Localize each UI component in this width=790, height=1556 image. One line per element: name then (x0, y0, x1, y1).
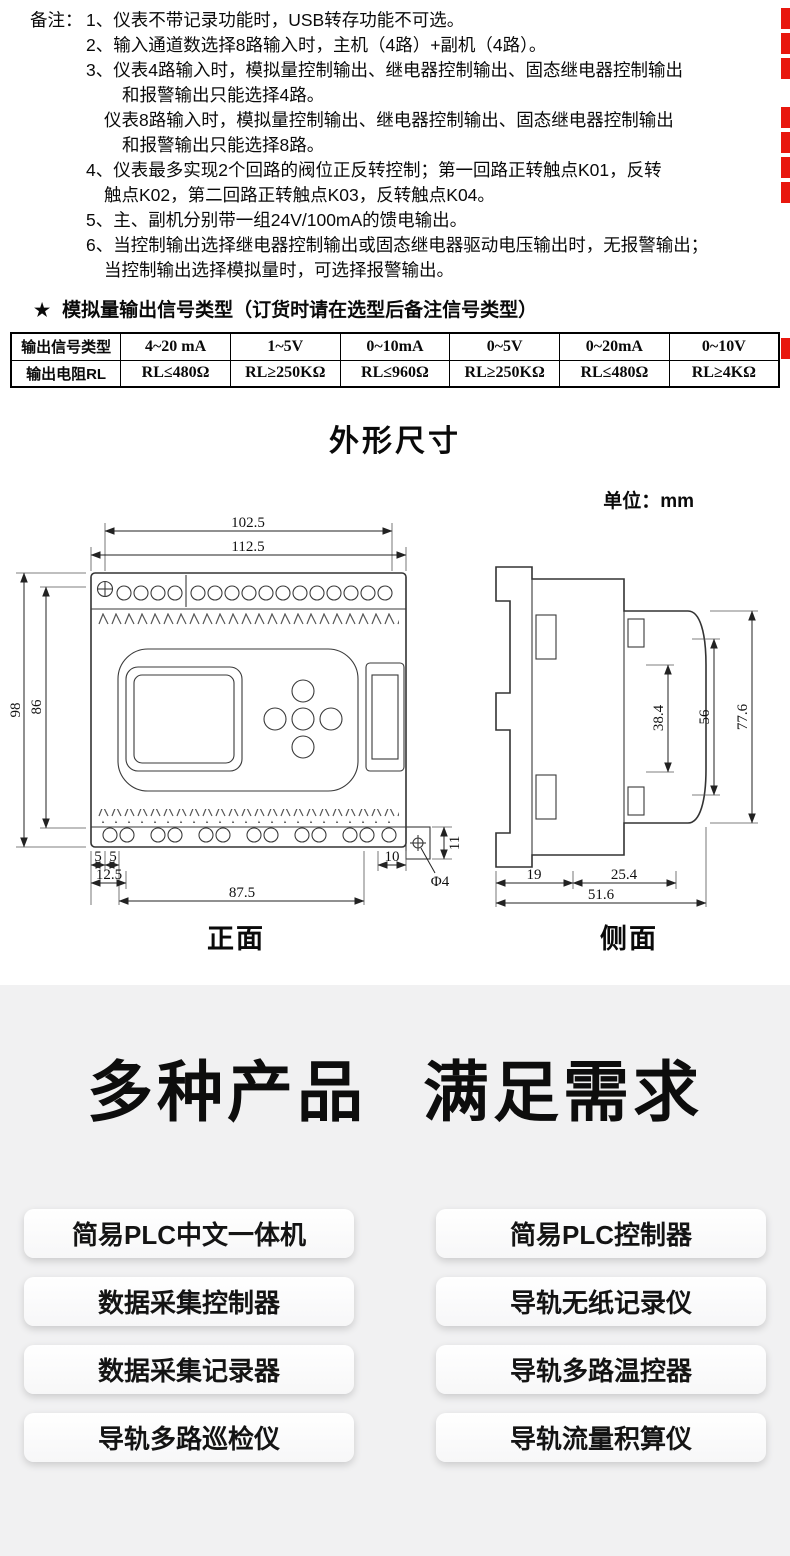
dim-front-inner-width: 102.5 (231, 515, 265, 531)
table-row: 输出信号类型 4~20 mA 1~5V 0~10mA 0~5V 0~20mA 0… (10, 332, 780, 361)
note-line-4b: 触点K02，第二回路正转触点K03，反转触点K04。 (104, 185, 495, 205)
dim-front-outer-height: 98 (8, 703, 24, 718)
product-button-rail-multichannel-inspection[interactable]: 导轨多路巡检仪 (24, 1413, 354, 1462)
front-top-terminals (116, 585, 393, 601)
dim-side-total: 51.6 (588, 887, 615, 903)
front-dimensions: 102.5 112.5 98 86 5 (8, 515, 463, 905)
note-line-6: 6、当控制输出选择继电器控制输出或固态继电器驱动电压输出时，无报警输出； (86, 235, 709, 255)
product-button-data-acquisition-controller[interactable]: 数据采集控制器 (24, 1277, 354, 1326)
edge-marker (781, 132, 790, 153)
dim-front-edge: 10 (385, 849, 400, 865)
table-cell: 0~10mA (339, 332, 451, 361)
dim-front-offset-c: 12.5 (96, 867, 122, 883)
table-cell: 0~10V (668, 332, 780, 361)
note-line-5: 5、主、副机分别带一组24V/100mA的馈电输出。 (86, 210, 468, 230)
product-button-plc-controller[interactable]: 简易PLC控制器 (436, 1209, 766, 1258)
edge-marker (781, 182, 790, 203)
note-line-3c: 仪表8路输入时，模拟量控制输出、继电器控制输出、固态继电器控制输出 (104, 110, 674, 130)
table-cell: RL≥250KΩ (229, 359, 341, 388)
table-cell: RL≤480Ω (120, 359, 231, 388)
outline-title: 外形尺寸 (329, 425, 461, 458)
front-device-body (90, 572, 431, 860)
note-line-4: 4、仪表最多实现2个回路的阀位正反转控制；第一回路正转触点K01，反转 (86, 160, 662, 180)
signal-type-heading-text: 模拟量输出信号类型（订货时请在选型后备注信号类型） (62, 300, 538, 321)
dim-front-inner-height: 86 (29, 699, 45, 715)
product-button-rail-flow-totalizer[interactable]: 导轨流量积算仪 (436, 1413, 766, 1462)
unit-label: 单位：mm (603, 491, 694, 512)
dim-side-mid: 56 (697, 709, 713, 725)
star-icon: ★ (34, 300, 51, 320)
signal-type-heading: ★ 模拟量输出信号类型（订货时请在选型后备注信号类型） (34, 295, 790, 322)
product-buttons: 简易PLC中文一体机 简易PLC控制器 数据采集控制器 导轨无纸记录仪 数据采集… (0, 1209, 790, 1462)
product-button-rail-multichannel-temp-controller[interactable]: 导轨多路温控器 (436, 1345, 766, 1394)
product-button-data-acquisition-recorder[interactable]: 数据采集记录器 (24, 1345, 354, 1394)
dim-front-tab: 11 (447, 836, 463, 850)
dim-side-b2: 25.4 (611, 867, 638, 883)
signal-table: 输出信号类型 4~20 mA 1~5V 0~10mA 0~5V 0~20mA 0… (10, 332, 780, 388)
edge-marker (781, 157, 790, 178)
front-mount-tab (405, 826, 431, 860)
table-header-cell: 输出信号类型 (10, 332, 122, 361)
edge-marker (781, 338, 790, 359)
dim-front-offset-a: 5 (94, 849, 102, 865)
table-cell: RL≥250KΩ (449, 359, 561, 388)
side-device-body (495, 566, 707, 868)
table-header-cell: 输出电阻RL (10, 359, 122, 388)
front-buttons (263, 679, 343, 759)
notes-section: 备注： 1、仪表不带记录功能时，USB转存功能不可选。 2、输入通道数选择8路输… (0, 0, 790, 283)
products-title: 多种产品 满足需求 (0, 985, 790, 1125)
dimension-drawings: 102.5 112.5 98 86 5 (0, 515, 790, 915)
front-view-drawing: 102.5 112.5 98 86 5 (8, 515, 463, 905)
side-view-label: 侧面 (600, 924, 658, 954)
front-bottom-terminals (102, 827, 397, 843)
table-cell: 0~20mA (559, 332, 670, 361)
dim-side-inner: 38.4 (651, 704, 667, 731)
edge-marker (781, 58, 790, 79)
products-title-left: 多种产品 (87, 1055, 367, 1129)
table-row: 输出电阻RL RL≤480Ω RL≥250KΩ RL≤960Ω RL≥250KΩ… (10, 359, 780, 388)
note-line-3d: 和报警输出只能选择8路。 (122, 135, 325, 155)
front-top-vents (98, 613, 399, 627)
dim-front-offset-b: 5 (109, 849, 117, 865)
edge-marker (781, 8, 790, 29)
note-line-3: 3、仪表4路输入时，模拟量控制输出、继电器控制输出、固态继电器控制输出 (86, 60, 683, 80)
dim-side-outer: 77.6 (735, 703, 751, 730)
products-title-right: 满足需求 (423, 1055, 703, 1129)
note-line-1: 1、仪表不带记录功能时，USB转存功能不可选。 (86, 10, 465, 30)
view-labels: 正面 侧面 (0, 921, 790, 957)
table-cell: 1~5V (229, 332, 341, 361)
front-display-frame (125, 666, 243, 772)
note-line-3b: 和报警输出只能选择4路。 (122, 85, 325, 105)
table-cell: RL≤480Ω (559, 359, 670, 388)
front-panel-bezel (117, 648, 359, 792)
front-bottom-vents (98, 809, 399, 823)
side-view-drawing: 38.4 56 77.6 19 25.4 51.6 (495, 566, 758, 907)
notes-prefix: 备注： (30, 10, 83, 30)
dim-front-outer-width: 112.5 (231, 539, 264, 555)
front-connector-slot (365, 662, 405, 772)
dim-front-hole: Φ4 (431, 874, 450, 890)
note-line-2: 2、输入通道数选择8路输入时，主机（4路）+副机（4路）。 (86, 35, 547, 55)
front-view-label: 正面 (207, 924, 265, 954)
table-cell: RL≥4KΩ (668, 359, 780, 388)
edge-marker (781, 107, 790, 128)
table-cell: RL≤960Ω (339, 359, 451, 388)
table-cell: 0~5V (449, 332, 561, 361)
product-button-plc-chinese-all-in-one[interactable]: 简易PLC中文一体机 (24, 1209, 354, 1258)
dim-front-span: 87.5 (229, 885, 255, 901)
front-display-window (133, 674, 235, 764)
dim-side-b1: 19 (527, 867, 542, 883)
side-dimensions: 38.4 56 77.6 19 25.4 51.6 (495, 610, 758, 907)
table-cell: 4~20 mA (120, 332, 231, 361)
edge-marker (781, 33, 790, 54)
product-button-rail-paperless-recorder[interactable]: 导轨无纸记录仪 (436, 1277, 766, 1326)
note-line-6b: 当控制输出选择模拟量时，可选择报警输出。 (104, 260, 454, 280)
products-section: 多种产品 满足需求 简易PLC中文一体机 简易PLC控制器 数据采集控制器 导轨… (0, 985, 790, 1556)
